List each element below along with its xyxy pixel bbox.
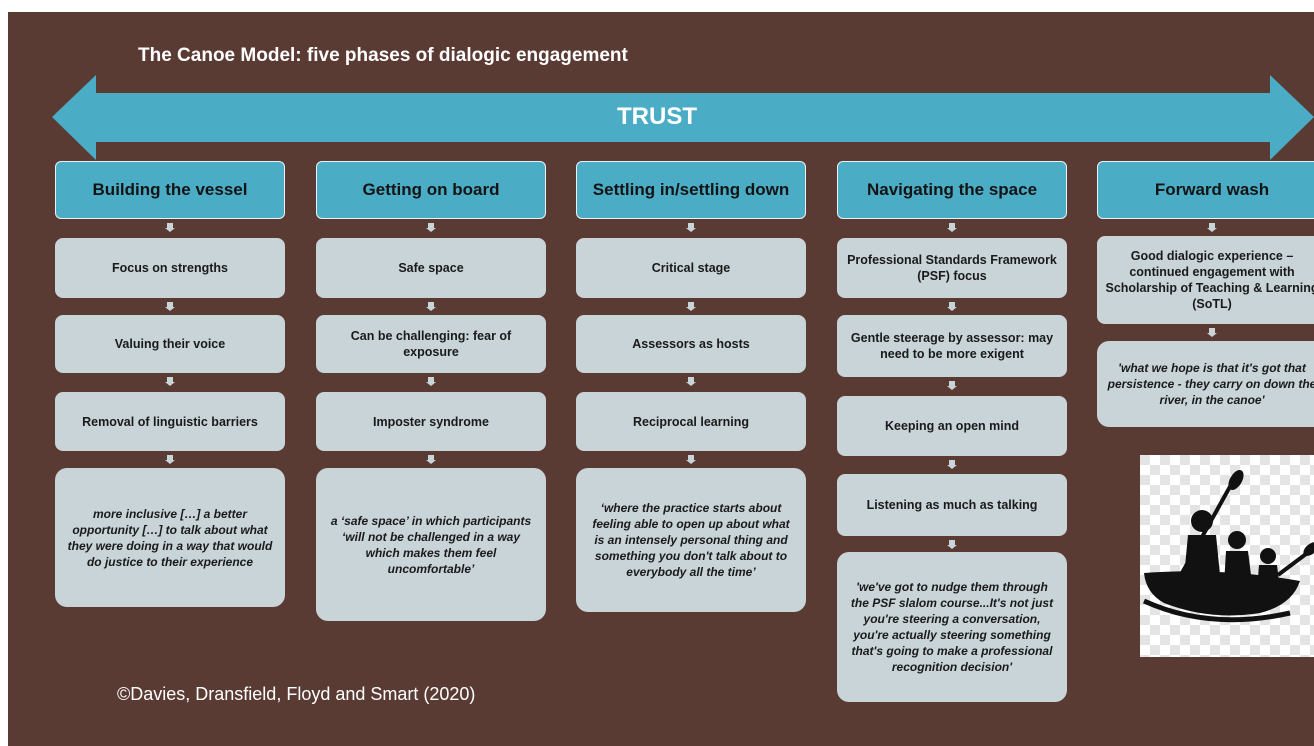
flow-arrow bbox=[426, 302, 436, 311]
phase-header-settling-in: Settling in/settling down bbox=[576, 161, 806, 219]
step-reciprocal-learning: Reciprocal learning bbox=[576, 392, 806, 451]
step-can-be-challenging: Can be challenging: fear of exposure bbox=[316, 315, 546, 373]
flow-arrow bbox=[1207, 223, 1217, 232]
phase-header-building-the-vessel: Building the vessel bbox=[55, 161, 285, 219]
flow-arrow bbox=[165, 377, 175, 386]
flow-arrow bbox=[165, 302, 175, 311]
flow-arrow bbox=[947, 540, 957, 549]
canoe-rafting-icon bbox=[1140, 455, 1314, 657]
flow-arrow bbox=[165, 223, 175, 232]
flow-arrow bbox=[686, 455, 696, 464]
quote-settling-in: ‘where the practice starts about feeling… bbox=[576, 468, 806, 612]
phase-header-navigating-the-space: Navigating the space bbox=[837, 161, 1067, 219]
phase-header-forward-wash: Forward wash bbox=[1097, 161, 1314, 219]
diagram-title: The Canoe Model: five phases of dialogic… bbox=[138, 45, 628, 66]
step-good-dialogic-experience: Good dialogic experience – continued eng… bbox=[1097, 236, 1314, 324]
flow-arrow bbox=[947, 302, 957, 311]
flow-arrow bbox=[426, 455, 436, 464]
flow-arrow bbox=[947, 460, 957, 469]
quote-getting-on-board: a ‘safe space’ in which participants ‘wi… bbox=[316, 468, 546, 621]
trust-label: TRUST bbox=[617, 103, 697, 130]
flow-arrow bbox=[1207, 328, 1217, 337]
quote-forward-wash: 'what we hope is that it's got that pers… bbox=[1097, 341, 1314, 427]
step-focus-on-strengths: Focus on strengths bbox=[55, 238, 285, 298]
flow-arrow bbox=[686, 302, 696, 311]
step-assessors-as-hosts: Assessors as hosts bbox=[576, 315, 806, 373]
step-safe-space: Safe space bbox=[316, 238, 546, 298]
flow-arrow bbox=[165, 455, 175, 464]
trust-double-arrow bbox=[52, 75, 1314, 160]
flow-arrow bbox=[947, 381, 957, 390]
quote-navigating-the-space: 'we've got to nudge them through the PSF… bbox=[837, 552, 1067, 702]
flow-arrow bbox=[426, 377, 436, 386]
step-imposter-syndrome: Imposter syndrome bbox=[316, 392, 546, 451]
step-critical-stage: Critical stage bbox=[576, 238, 806, 298]
copyright-credit: ©Davies, Dransfield, Floyd and Smart (20… bbox=[117, 684, 476, 704]
flow-arrow bbox=[947, 223, 957, 232]
flow-arrow bbox=[686, 377, 696, 386]
step-valuing-their-voice: Valuing their voice bbox=[55, 315, 285, 373]
flow-arrow bbox=[426, 223, 436, 232]
step-psf-focus: Professional Standards Framework (PSF) f… bbox=[837, 238, 1067, 298]
step-gentle-steerage: Gentle steerage by assessor: may need to… bbox=[837, 315, 1067, 377]
step-listening-as-much-as-talking: Listening as much as talking bbox=[837, 474, 1067, 536]
phase-header-getting-on-board: Getting on board bbox=[316, 161, 546, 219]
step-keeping-an-open-mind: Keeping an open mind bbox=[837, 396, 1067, 456]
step-removal-of-linguistic-barriers: Removal of linguistic barriers bbox=[55, 392, 285, 451]
quote-building-the-vessel: more inclusive […] a better opportunity … bbox=[55, 468, 285, 607]
flow-arrow bbox=[686, 223, 696, 232]
